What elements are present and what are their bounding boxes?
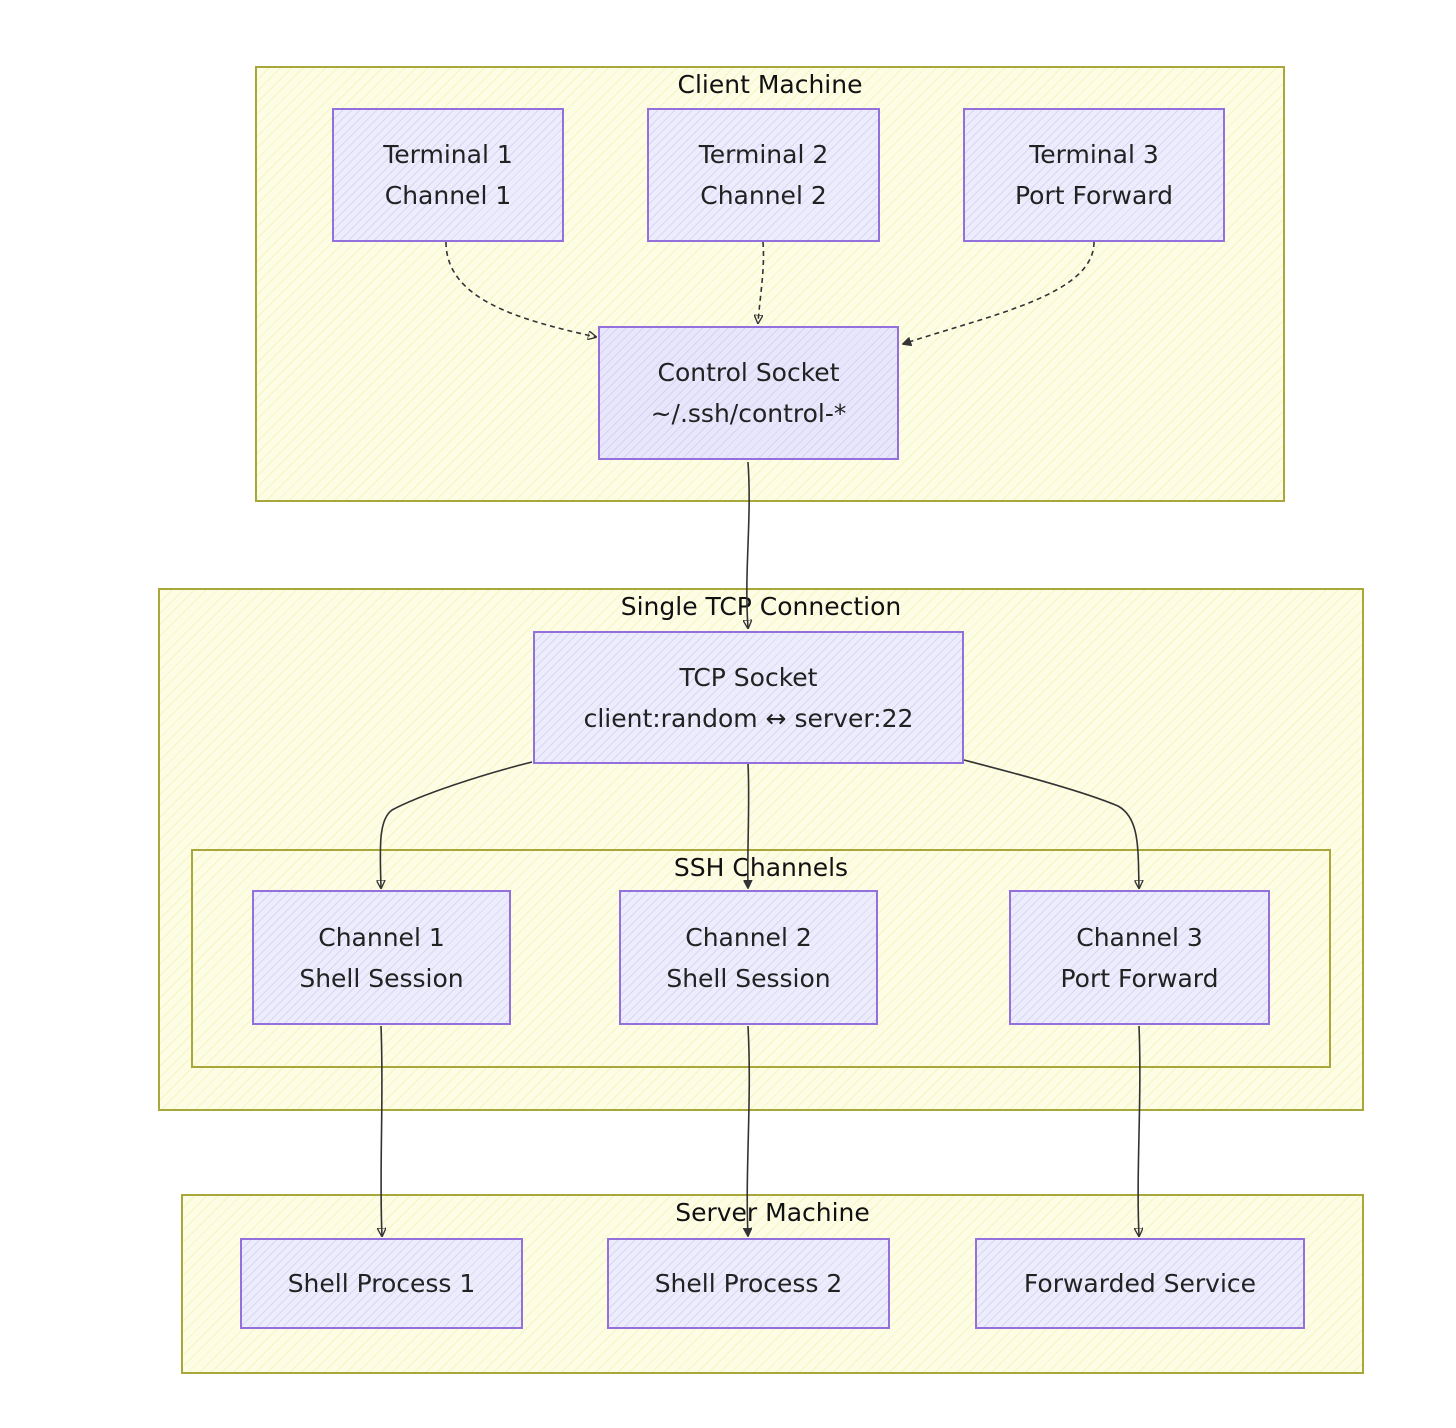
edge-tcp-channel2 [748, 763, 749, 888]
shell-process-1-node: Shell Process 1 [240, 1238, 523, 1329]
node-line: Terminal 3 [1029, 140, 1159, 169]
node-line: Shell Session [299, 963, 464, 993]
channel-2-node: Channel 2 Shell Session [619, 890, 878, 1025]
node-line: ~/.ssh/control-* [650, 399, 847, 428]
node-line: TCP Socket [679, 662, 818, 692]
channel-1-node: Channel 1 Shell Session [252, 890, 511, 1025]
cluster-title: Server Machine [675, 1198, 870, 1227]
node-line: Shell Session [666, 963, 831, 993]
channel-3-node: Channel 3 Port Forward [1009, 890, 1270, 1025]
node-line: Channel 2 [700, 181, 827, 210]
edge-channel2-shell2 [747, 1025, 749, 1236]
node-line: Forwarded Service [1023, 1269, 1257, 1298]
node-line: Channel 3 [1076, 922, 1203, 952]
terminal-1-node: Terminal 1 Channel 1 [332, 108, 564, 242]
edge-terminal2-control [758, 241, 765, 323]
edge-channel1-shell1 [381, 1025, 382, 1236]
edge-tcp-channel3 [963, 759, 1139, 888]
edge-terminal1-control [445, 241, 596, 337]
node-line: Channel 2 [685, 922, 812, 952]
tcp-socket-node: TCP Socket client:random ↔ server:22 [533, 631, 964, 764]
terminal-2-node: Terminal 2 Channel 2 [647, 108, 880, 242]
control-socket-node: Control Socket ~/.ssh/control-* [598, 326, 899, 460]
node-line: Channel 1 [318, 922, 445, 952]
node-line: Terminal 2 [698, 140, 829, 169]
node-line: Port Forward [1014, 181, 1174, 210]
cluster-title: Client Machine [677, 70, 863, 99]
terminal-3-node: Terminal 3 Port Forward [963, 108, 1225, 242]
edge-tcp-channel1 [380, 761, 533, 888]
forwarded-service-node: Forwarded Service [975, 1238, 1305, 1329]
cluster-title: Single TCP Connection [620, 592, 902, 621]
edge-control-tcp [747, 461, 749, 628]
cluster-title: SSH Channels [673, 853, 849, 882]
node-line: Port Forward [1060, 963, 1219, 993]
node-line: Shell Process 2 [654, 1269, 843, 1298]
edge-channel3-forwarded [1138, 1025, 1140, 1236]
node-line: client:random ↔ server:22 [583, 703, 914, 733]
shell-process-2-node: Shell Process 2 [607, 1238, 890, 1329]
node-line: Terminal 1 [383, 140, 513, 169]
node-line: Control Socket [657, 358, 840, 387]
node-line: Shell Process 1 [287, 1269, 476, 1298]
edge-terminal3-control [903, 241, 1095, 344]
node-line: Channel 1 [384, 181, 512, 210]
